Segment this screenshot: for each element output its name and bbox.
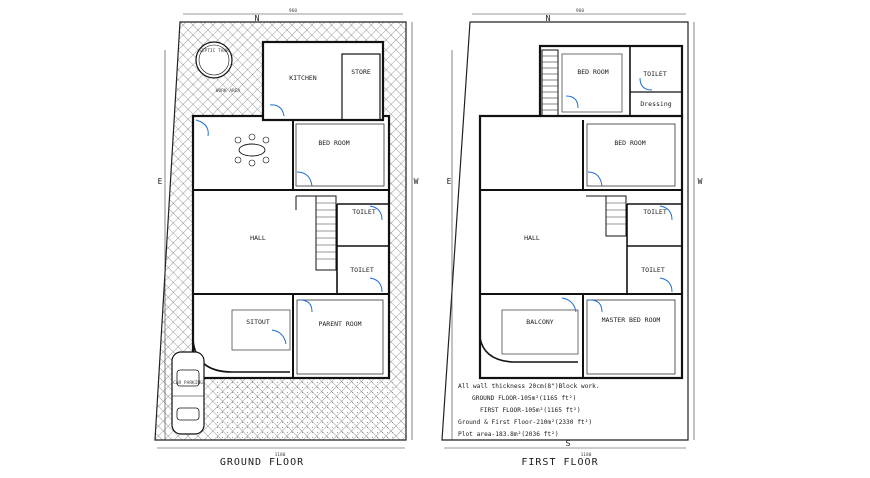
notes-line-3: FIRST FLOOR-105m²(1165 ft²) — [480, 407, 581, 414]
first-east-label: E — [447, 177, 452, 186]
first-south-label: S — [566, 439, 571, 448]
sitout-label: SITOUT — [246, 318, 270, 326]
first-bed-room-mid-label: BED ROOM — [614, 139, 645, 147]
ground-north-label: N — [255, 14, 260, 23]
first-building-outline — [478, 114, 684, 380]
notes-line-5: Plot area-183.8m²(2036 ft²) — [458, 431, 559, 438]
first-toilet-2-label: TOILET — [641, 266, 665, 274]
ground-toilet-2-label: TOILET — [350, 266, 374, 274]
car-parking-label: CAR PARKING — [173, 380, 203, 386]
ground-toilet-1-label: TOILET — [352, 208, 376, 216]
first-bottom-dimension: 1180 — [581, 452, 592, 458]
notes-line-2: GROUND FLOOR-105m²(1165 ft²) — [472, 395, 576, 402]
dining-table — [234, 133, 270, 167]
notes-line-1: All wall thickness 20cm(8")Block work. — [458, 383, 600, 390]
notes-line-4: Ground & First Floor-210m²(2330 ft²) — [458, 419, 592, 426]
first-west-label: W — [698, 177, 703, 186]
dressing-label: Dressing — [640, 100, 671, 108]
parent-room-label: PARENT ROOM — [318, 320, 361, 328]
ground-floor-title: GROUND FLOOR — [220, 457, 304, 468]
ground-west-label: W — [414, 177, 419, 186]
ground-bed-room-label: BED ROOM — [318, 139, 349, 147]
first-north-label: N — [546, 14, 551, 23]
ground-east-label: E — [158, 177, 163, 186]
ground-top-dimension: 960 — [289, 8, 297, 14]
work-area-label: WORK AREA — [216, 88, 241, 94]
balcony-label: BALCONY — [526, 318, 553, 326]
first-bed-room-top-label: BED ROOM — [577, 68, 608, 76]
first-hall-label: HALL — [524, 234, 540, 242]
kitchen-label: KITCHEN — [289, 74, 316, 82]
first-floor-title: FIRST FLOOR — [521, 457, 598, 468]
store-label: STORE — [351, 68, 371, 76]
ground-bottom-dimension: 1180 — [275, 452, 286, 458]
first-top-dimension: 960 — [576, 8, 584, 14]
first-toilet-top-label: TOILET — [643, 70, 667, 78]
ground-hall-label: HALL — [250, 234, 266, 242]
septic-tank-label: SEPTIC TANK — [199, 48, 229, 54]
first-toilet-1-label: TOILET — [643, 208, 667, 216]
master-bed-room-label: MASTER BED ROOM — [602, 316, 661, 324]
first-floor-plan: 960 N E W S 1180 BED ROOM TOILET Dressin… — [441, 8, 703, 468]
septic-tank-icon — [195, 41, 233, 79]
ground-floor-plan: 960 N E W 1180 SEPTIC TANK WORK AREA KIT… — [154, 8, 419, 468]
car-icon — [171, 351, 205, 435]
area-notes: All wall thickness 20cm(8")Block work. G… — [458, 383, 600, 438]
ground-staircase — [295, 195, 337, 271]
ground-building-outline — [191, 114, 391, 380]
